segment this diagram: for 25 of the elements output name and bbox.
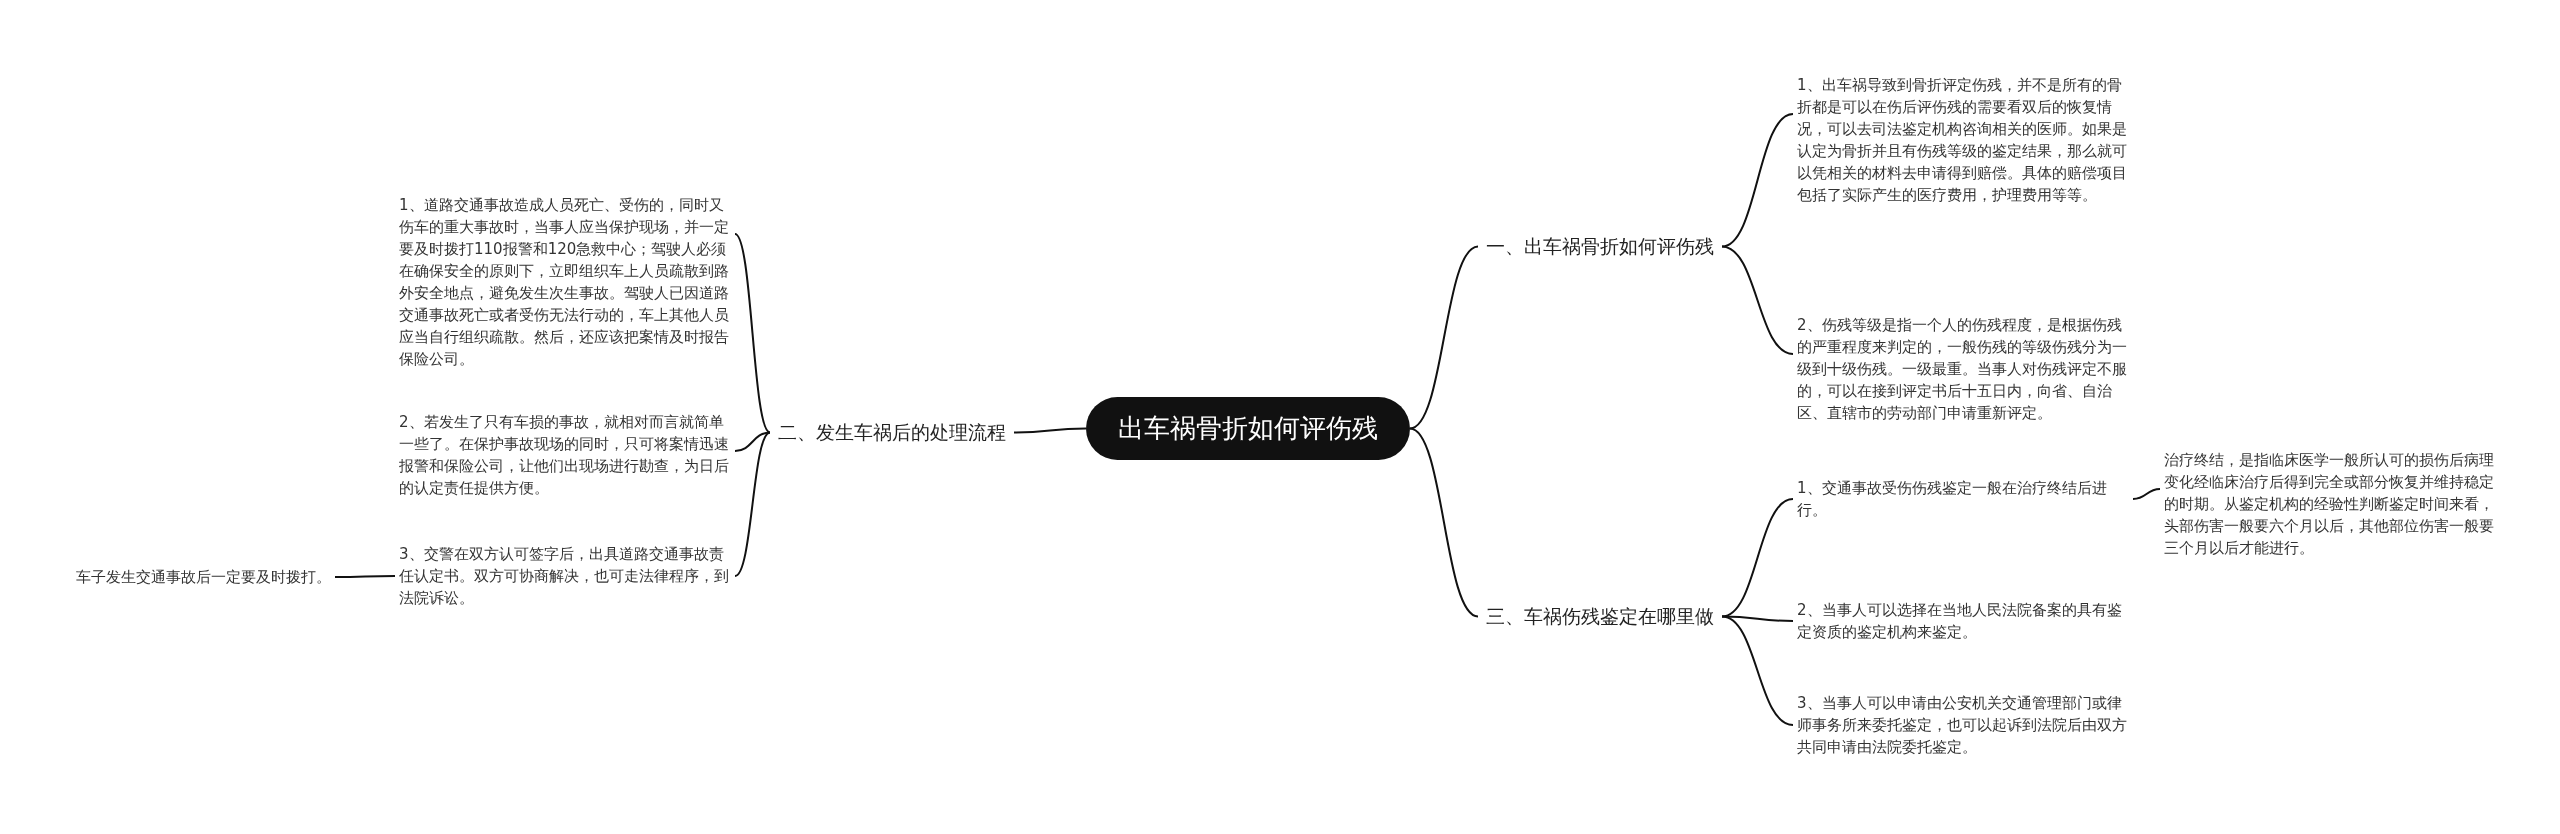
connector-line	[1721, 113, 1794, 248]
connector-line	[1721, 615, 1794, 726]
connector-line	[334, 575, 396, 578]
branch-topic: 一、出车祸骨折如何评伤残	[1478, 228, 1722, 265]
note-text: 2、伤残等级是指一个人的伤残程度，是根据伤残的严重程度来判定的，一般伤残的等级伤残分为一级到十级伤残。一级最重。当事人对伤残评定不服的，可以在接到评定书后十五日内，向省、自治区、直辖市的劳动部门申请重新评定。	[1793, 314, 2133, 424]
note-text: 3、当事人可以申请由公安机关交通管理部门或律师事务所来委托鉴定，也可以起诉到法院后由双方共同申请由法院委托鉴定。	[1793, 692, 2133, 758]
note-text: 2、若发生了只有车损的事故，就相对而言就简单一些了。在保护事故现场的同时，只可将案情迅速报警和保险公司，让他们出现场进行勘查，为日后的认定责任提供方便。	[395, 411, 735, 499]
connector-line	[1721, 245, 1794, 355]
connector-line	[1721, 498, 1794, 618]
connector-line	[1409, 245, 1479, 430]
note-text: 1、出车祸导致到骨折评定伤残，并不是所有的骨折都是可以在伤后评伤残的需要看双后的恢复情况，可以去司法鉴定机构咨询相关的医师。如果是认定为骨折并且有伤残等级的鉴定结果，那么就可以凭相关的材料去申请得到赔偿。具体的赔偿项目包括了实际产生的医疗费用，护理费用等等。	[1793, 74, 2133, 206]
note-text: 车子发生交通事故后一定要及时拨打。	[72, 566, 335, 588]
branch-topic: 二、发生车祸后的处理流程	[770, 414, 1014, 451]
note-text: 1、交通事故受伤伤残鉴定一般在治疗终结后进行。	[1793, 477, 2133, 521]
connector-line	[2132, 488, 2161, 500]
connector-line	[734, 233, 771, 434]
connector-line	[1409, 427, 1479, 618]
note-text: 3、交警在双方认可签字后，出具道路交通事故责任认定书。双方可协商解决，也可走法律程序，到法院诉讼。	[395, 543, 735, 609]
note-text: 1、道路交通事故造成人员死亡、受伤的，同时又伤车的重大事故时，当事人应当保护现场，并一定要及时拨打110报警和120急救中心；驾驶人必须在确保安全的原则下，立即组织车上人员疏散到路外安全地点，避免发生次生事故。驾驶人已因道路交通事故死亡或者受伤无法行动的，车上其他人员应当自行组织疏散。然后，还应该把案情及时报告保险公司。	[395, 194, 735, 370]
branch-topic: 三、车祸伤残鉴定在哪里做	[1478, 598, 1722, 635]
connector-line	[1013, 427, 1087, 434]
central-topic: 出车祸骨折如何评伤残	[1086, 397, 1410, 460]
connector-line	[734, 431, 771, 577]
note-text: 2、当事人可以选择在当地人民法院备案的具有鉴定资质的鉴定机构来鉴定。	[1793, 599, 2133, 643]
note-text: 治疗终结，是指临床医学一般所认可的损伤后病理变化经临床治疗后得到完全或部分恢复并维持稳定的时期。从鉴定机构的经验性判断鉴定时间来看，头部伤害一般要六个月以后，其他部位伤害一般要三个月以后才能进行。	[2160, 449, 2500, 559]
